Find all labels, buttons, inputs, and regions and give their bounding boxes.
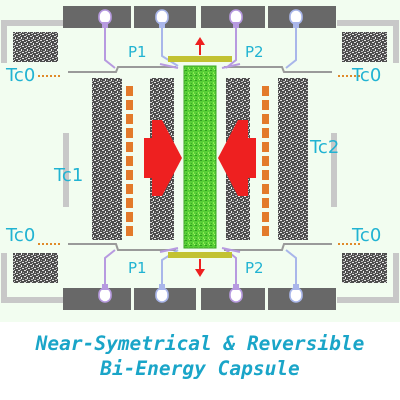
label-tc0-top-right: Tc0: [352, 65, 382, 86]
label-tc1: Tc1: [54, 165, 84, 186]
label-p2-bottom: P2: [245, 259, 264, 277]
label-p2-top: P2: [245, 43, 264, 61]
label-tc0-bottom-left: Tc0: [6, 225, 36, 246]
compression-arrows: [144, 120, 256, 196]
thermocouple-brackets: [1, 20, 399, 303]
label-p1-top: P1: [128, 43, 147, 61]
valve-plates: [168, 56, 232, 258]
corner-insulation: [13, 32, 387, 283]
green-core-cell: [183, 65, 217, 249]
capsule-schematic: [0, 0, 400, 322]
heater-segments: [126, 86, 269, 236]
label-p1-bottom: P1: [128, 259, 147, 277]
label-tc0-bottom-right: Tc0: [352, 225, 382, 246]
label-tc0-top-left: Tc0: [6, 65, 36, 86]
label-tc2: Tc2: [310, 137, 340, 158]
caption-line-1: Near-Symetrical & Reversible: [35, 332, 365, 355]
caption-line-2: Bi-Energy Capsule: [100, 357, 300, 380]
top-valve-connectors: [98, 9, 303, 28]
outer-pipes: [68, 66, 332, 251]
bottom-valve-connectors: [98, 284, 303, 303]
insulation-columns: [92, 78, 308, 240]
side-connectors: [38, 75, 362, 245]
flow-arrows: [195, 37, 205, 277]
